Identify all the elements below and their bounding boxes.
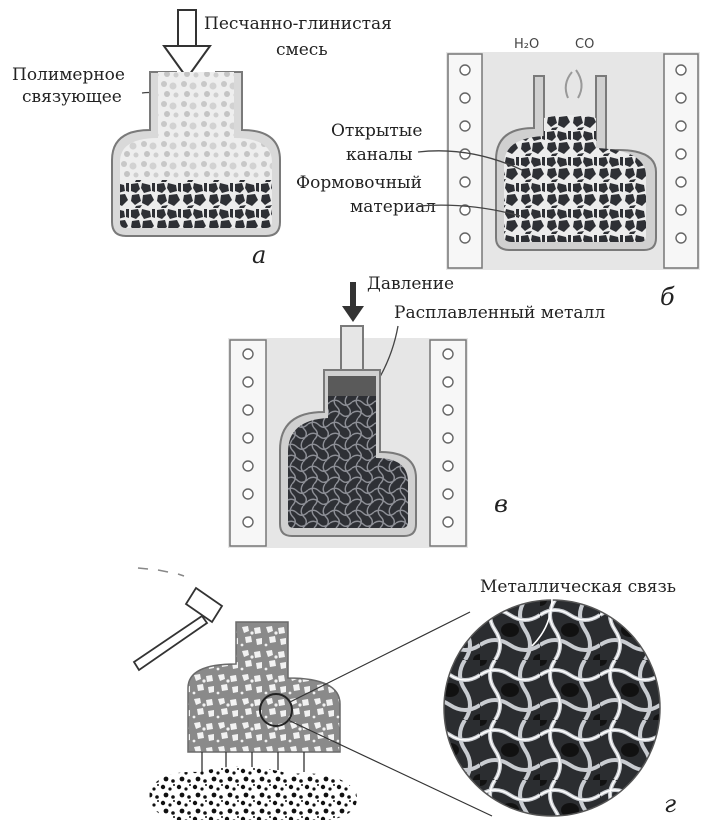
label-open-channels-line1: Открытые (331, 121, 422, 141)
label-open-channels-line2: каналы (346, 145, 413, 165)
label-co: CO (575, 37, 594, 52)
panel-label-v: в (494, 490, 508, 518)
label-molding-material-line1: Формовочный (296, 173, 422, 193)
hammer-icon (134, 588, 222, 670)
panel-b: H₂O CO Открытые каналы Формовочный матер… (296, 37, 700, 311)
label-molding-material-line2: материал (350, 197, 436, 217)
panel-g: Металлическая связь г (134, 568, 676, 820)
label-sand-clay-mix-line2: смесь (276, 40, 328, 60)
label-sand-clay-mix-line1: Песчанно-глинистая (204, 14, 392, 34)
panel-v: Давление Расплавленный металл в (228, 274, 605, 548)
molten-metal-top (328, 376, 376, 396)
pressure-arrow-icon (342, 282, 364, 322)
motion-dashes (138, 568, 184, 576)
label-pressure: Давление (367, 274, 454, 294)
label-polymer-binder-line2: связующее (22, 87, 122, 107)
label-molten-metal: Расплавленный металл (394, 303, 605, 323)
sprue-v (341, 326, 363, 370)
panel-label-b: б (660, 283, 675, 311)
label-h2o: H₂O (514, 37, 539, 52)
panel-label-a: а (252, 241, 266, 269)
porous-casting (188, 622, 340, 752)
sem-micrograph (444, 600, 660, 816)
label-metallic-bond: Металлическая связь (480, 577, 676, 597)
molding-sand-rubble (150, 766, 357, 820)
flask-a-interior-dark (120, 180, 272, 228)
label-polymer-binder-line1: Полимерное (12, 65, 125, 85)
panel-label-g: г (664, 790, 676, 818)
zoom-line-top (290, 612, 470, 702)
